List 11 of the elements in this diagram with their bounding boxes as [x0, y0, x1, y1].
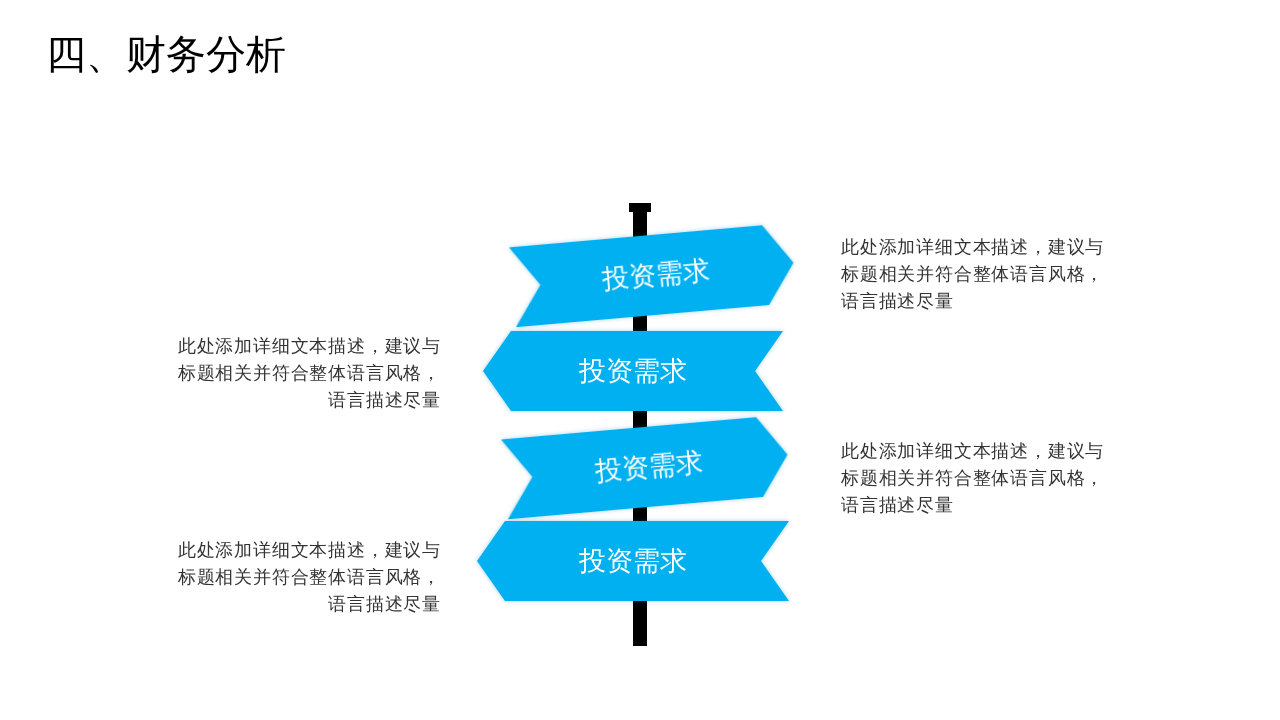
slide-title: 四、财务分析: [46, 30, 286, 79]
sign-label: 投资需求: [579, 544, 687, 578]
description-text: 此处添加详细文本描述，建议与标题相关并符合整体语言风格，语言描述尽量: [841, 235, 1106, 313]
arrow-sign: [483, 331, 783, 411]
sign-label: 投资需求: [600, 253, 712, 297]
description-text: 此处添加详细文本描述，建议与标题相关并符合整体语言风格，语言描述尽量: [176, 538, 441, 616]
sign-label: 投资需求: [593, 445, 705, 489]
arrow-sign: [477, 521, 789, 601]
sign-label: 投资需求: [579, 354, 687, 388]
description-text: 此处添加详细文本描述，建议与标题相关并符合整体语言风格，语言描述尽量: [841, 439, 1106, 517]
description-text: 此处添加详细文本描述，建议与标题相关并符合整体语言风格，语言描述尽量: [176, 334, 441, 412]
